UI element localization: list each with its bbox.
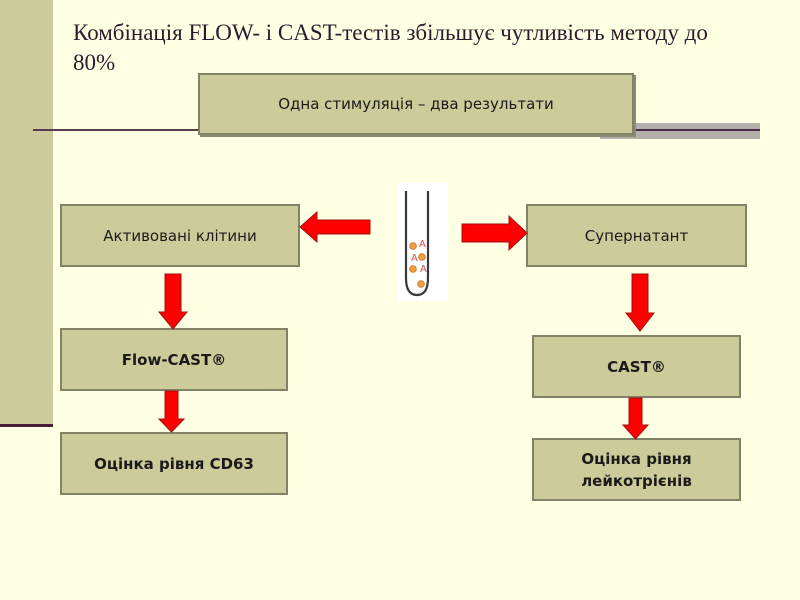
leukotriene-result-line2: лейкотрієнів (581, 471, 692, 490)
leukotriene-result-line1: Оцінка рівня (581, 449, 692, 468)
tube-label-a2: A (411, 253, 418, 264)
tube-label-a1: A (419, 239, 426, 250)
box-cd63-result: Оцінка рівня CD63 (60, 432, 288, 495)
sidebar-accent-line (0, 424, 53, 427)
sidebar-accent-bar (0, 0, 53, 425)
activated-cells-label: Активовані клітини (103, 226, 257, 245)
arrow-down-shape (624, 273, 656, 332)
arrow-down-shape (157, 390, 186, 433)
cd63-result-label: Оцінка рівня CD63 (94, 454, 254, 473)
cell-dot (409, 265, 417, 273)
arrow-right-to-supernatant (461, 214, 528, 252)
title-rule-left (33, 129, 203, 131)
cell-dot (418, 253, 426, 261)
tube-label-a3: A (420, 264, 427, 275)
arrow-down-shape (157, 273, 189, 330)
supernatant-label: Супернатант (584, 226, 689, 245)
arrow-left-shape (299, 210, 371, 244)
test-tube-icon: A A A (404, 191, 430, 297)
box-leukotriene-result: Оцінка рівня лейкотрієнів (532, 438, 741, 501)
box-supernatant: Супернатант (526, 204, 747, 267)
slide-title: Комбінація FLOW- і CAST-тестів збільшує … (73, 20, 708, 75)
cell-dot (417, 280, 425, 288)
flow-cast-label: Flow-CAST® (121, 350, 227, 369)
top-box-label: Одна стимуляція – два результати (278, 95, 554, 113)
arrow-down-activated-to-flowcast (157, 273, 189, 330)
arrow-down-supernatant-to-cast (624, 273, 656, 332)
test-tube-image: A A A (398, 183, 448, 301)
arrow-left-to-activated-cells (299, 210, 371, 244)
top-box-one-stimulation: Одна стимуляція – два результати (198, 73, 634, 135)
box-flow-cast: Flow-CAST® (60, 328, 288, 391)
tube-outline (404, 191, 430, 297)
box-cast: CAST® (532, 335, 741, 398)
title-rule-right (600, 129, 760, 131)
cell-dot (409, 242, 417, 250)
arrow-right-shape (461, 214, 528, 252)
title-rule-right-shadow (600, 123, 760, 139)
box-activated-cells: Активовані клітини (60, 204, 300, 267)
arrow-down-cast-to-leukotrienes (621, 397, 650, 440)
arrow-down-shape (621, 397, 650, 440)
cast-label: CAST® (607, 357, 666, 376)
arrow-down-flowcast-to-cd63 (157, 390, 186, 433)
